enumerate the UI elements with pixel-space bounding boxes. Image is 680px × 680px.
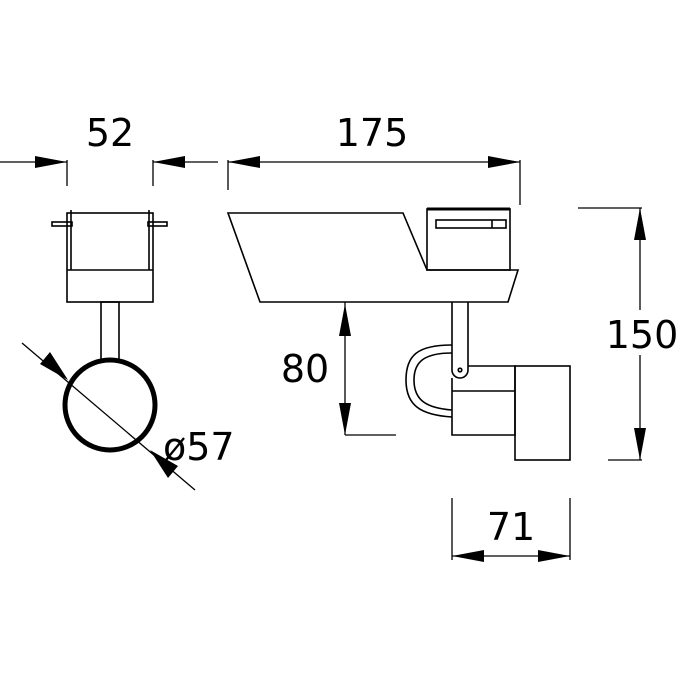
lamp-front bbox=[514, 365, 571, 461]
length-label: 175 bbox=[336, 111, 409, 155]
height-label: 150 bbox=[606, 313, 679, 357]
dimension-52: 52 bbox=[0, 111, 218, 186]
arrow-head bbox=[40, 352, 68, 380]
right-tab bbox=[147, 221, 168, 227]
handle-inner bbox=[413, 352, 453, 411]
handle-outer bbox=[405, 344, 453, 418]
dimension-71: 71 bbox=[451, 498, 571, 562]
housing bbox=[226, 212, 520, 303]
driver-box bbox=[426, 208, 511, 271]
left-tab bbox=[51, 221, 73, 227]
adapter-body bbox=[66, 212, 154, 303]
diameter-label: ø57 bbox=[163, 425, 235, 469]
arrow-head bbox=[150, 450, 178, 478]
slot bbox=[435, 219, 507, 229]
arm-drop-label: 80 bbox=[281, 347, 329, 391]
pivot-icon bbox=[457, 367, 463, 373]
arm bbox=[451, 302, 469, 379]
head-depth-label: 71 bbox=[487, 505, 535, 549]
lamp-head-circle bbox=[62, 357, 158, 453]
dimension-175: 175 bbox=[227, 111, 521, 205]
width-label: 52 bbox=[86, 111, 134, 155]
dimension-80: 80 bbox=[281, 302, 396, 436]
stem bbox=[100, 301, 120, 368]
lamp-body bbox=[451, 365, 516, 436]
side-view bbox=[226, 207, 571, 461]
front-view: ø57 bbox=[21, 210, 235, 491]
dimension-150: 150 bbox=[578, 207, 679, 461]
